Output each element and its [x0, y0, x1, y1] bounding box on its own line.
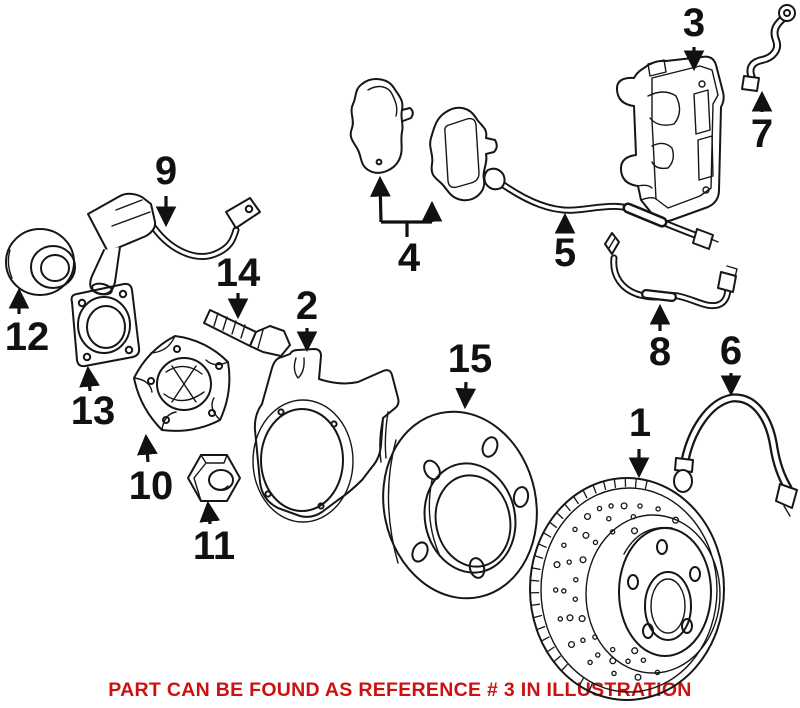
part-13-bearing-flange-plate — [70, 282, 141, 368]
part-4-brake-pads — [349, 78, 498, 202]
callout-5: 5 — [554, 212, 576, 275]
callout-5-label: 5 — [554, 231, 576, 275]
callout-15-label: 15 — [448, 337, 493, 381]
callout-15: 15 — [448, 337, 493, 410]
callout-13-label: 13 — [71, 389, 116, 433]
part-7-brake-line — [741, 4, 796, 92]
callout-4: 4 — [370, 175, 443, 280]
part-14-hub-bolt — [203, 309, 291, 357]
part-3-brake-caliper — [615, 55, 725, 223]
part-10-wheel-hub — [133, 335, 231, 432]
callout-10-label: 10 — [129, 464, 174, 508]
callout-6-label: 6 — [720, 329, 742, 373]
callout-9-label: 9 — [155, 149, 177, 193]
part-6-brake-hose — [673, 393, 798, 517]
callout-1-label: 1 — [629, 401, 651, 445]
part-15-wheel-hub-flange — [382, 410, 538, 600]
callout-12-label: 12 — [5, 315, 50, 359]
part-2-splash-shield — [252, 348, 400, 523]
callout-11-label: 11 — [193, 524, 235, 568]
callouts-layer: 1 2 3 4 5 6 7 8 — [5, 1, 773, 568]
callout-4-label: 4 — [398, 236, 421, 280]
callout-3: 3 — [683, 1, 705, 72]
footer-reference-note: PART CAN BE FOUND AS REFERENCE # 3 IN IL… — [108, 679, 691, 701]
callout-8-label: 8 — [649, 330, 671, 374]
part-11-axle-nut — [187, 454, 241, 502]
callout-11: 11 — [193, 500, 235, 568]
callout-1: 1 — [628, 401, 651, 479]
callout-6: 6 — [720, 329, 742, 397]
callout-7-label: 7 — [751, 112, 773, 156]
callout-8: 8 — [649, 303, 671, 374]
callout-10: 10 — [129, 433, 174, 508]
disc-drill-holes — [552, 502, 680, 681]
callout-12: 12 — [5, 287, 50, 359]
callout-3-label: 3 — [683, 1, 705, 45]
callout-7: 7 — [751, 90, 773, 156]
callout-14-label: 14 — [216, 251, 261, 295]
part-5-wear-sensor-wire — [483, 167, 719, 250]
disc-rim-slots — [529, 477, 648, 692]
part-12-wheel-bearing — [5, 228, 76, 296]
part-1-brake-disc-rotor — [529, 477, 725, 701]
callout-2: 2 — [296, 284, 318, 353]
callout-13: 13 — [71, 365, 116, 433]
callout-14: 14 — [216, 251, 261, 320]
callout-2-label: 2 — [296, 284, 318, 328]
callout-9: 9 — [155, 149, 177, 228]
part-8-brake-pipe — [604, 232, 738, 310]
